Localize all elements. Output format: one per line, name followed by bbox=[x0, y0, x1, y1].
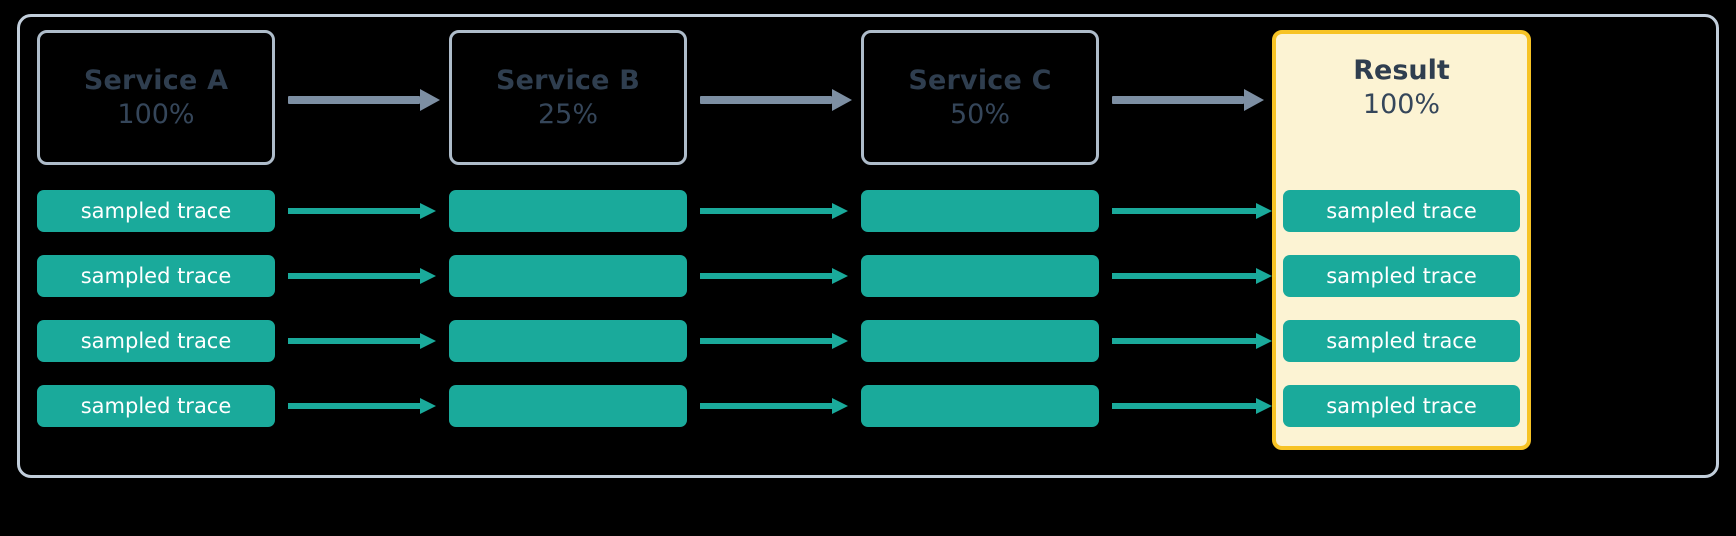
arrow-head bbox=[1256, 203, 1272, 219]
trace-arrow-icon bbox=[288, 203, 436, 219]
trace-label: sampled trace bbox=[80, 198, 232, 223]
arrow-service-a-to-service-b-icon bbox=[288, 89, 440, 111]
trace-row[interactable]: sampled trace bbox=[1283, 320, 1520, 362]
trace-row[interactable] bbox=[449, 385, 687, 427]
arrow-head bbox=[1256, 398, 1272, 414]
trace-label: sampled trace bbox=[1326, 263, 1477, 288]
trace-row[interactable] bbox=[861, 255, 1099, 297]
arrow-shaft bbox=[1112, 338, 1256, 344]
service-b-percent: 25% bbox=[537, 98, 598, 130]
trace-label: sampled trace bbox=[1326, 328, 1477, 353]
trace-row[interactable] bbox=[449, 320, 687, 362]
trace-arrow-icon bbox=[1112, 333, 1272, 349]
arrow-shaft bbox=[1112, 96, 1244, 104]
arrow-head bbox=[832, 398, 848, 414]
arrow-head bbox=[420, 333, 436, 349]
trace-row[interactable] bbox=[449, 190, 687, 232]
arrow-head bbox=[1256, 268, 1272, 284]
result-header: Result 100% bbox=[1276, 56, 1527, 119]
service-box-service-c[interactable]: Service C 50% bbox=[861, 30, 1099, 165]
trace-row[interactable] bbox=[861, 385, 1099, 427]
arrow-shaft bbox=[700, 208, 832, 214]
arrow-shaft bbox=[288, 403, 420, 409]
arrow-head bbox=[1256, 333, 1272, 349]
trace-label: sampled trace bbox=[80, 263, 232, 288]
trace-label: sampled trace bbox=[80, 328, 232, 353]
arrow-shaft bbox=[700, 273, 832, 279]
trace-arrow-icon bbox=[288, 398, 436, 414]
trace-row[interactable]: sampled trace bbox=[1283, 255, 1520, 297]
arrow-shaft bbox=[288, 208, 420, 214]
trace-row[interactable]: sampled trace bbox=[1283, 385, 1520, 427]
arrow-shaft bbox=[288, 96, 420, 104]
result-panel[interactable]: Result 100% bbox=[1272, 30, 1531, 450]
arrow-head bbox=[832, 203, 848, 219]
arrow-head bbox=[420, 89, 440, 111]
trace-row[interactable]: sampled trace bbox=[37, 255, 275, 297]
trace-row[interactable]: sampled trace bbox=[37, 385, 275, 427]
result-percent: 100% bbox=[1362, 88, 1441, 120]
trace-row[interactable]: sampled trace bbox=[37, 190, 275, 232]
arrow-head bbox=[1244, 89, 1264, 111]
arrow-shaft bbox=[1112, 403, 1256, 409]
trace-arrow-icon bbox=[288, 268, 436, 284]
arrow-service-c-to-result-icon bbox=[1112, 89, 1264, 111]
result-name: Result bbox=[1353, 55, 1450, 86]
diagram-outer-frame bbox=[17, 14, 1719, 478]
arrow-head bbox=[832, 89, 852, 111]
trace-label: sampled trace bbox=[80, 393, 232, 418]
trace-row[interactable] bbox=[861, 320, 1099, 362]
trace-row[interactable] bbox=[861, 190, 1099, 232]
trace-label: sampled trace bbox=[1326, 198, 1477, 223]
service-a-percent: 100% bbox=[117, 98, 195, 130]
arrow-head bbox=[420, 398, 436, 414]
trace-row[interactable]: sampled trace bbox=[37, 320, 275, 362]
service-box-service-b[interactable]: Service B 25% bbox=[449, 30, 687, 165]
arrow-shaft bbox=[1112, 273, 1256, 279]
service-b-name: Service B bbox=[495, 64, 641, 96]
arrow-shaft bbox=[288, 338, 420, 344]
trace-label: sampled trace bbox=[1326, 393, 1477, 418]
arrow-shaft bbox=[1112, 208, 1256, 214]
service-c-percent: 50% bbox=[949, 98, 1010, 130]
service-box-service-a[interactable]: Service A 100% bbox=[37, 30, 275, 165]
service-c-name: Service C bbox=[908, 64, 1052, 96]
trace-arrow-icon bbox=[700, 333, 848, 349]
arrow-head bbox=[420, 268, 436, 284]
arrow-service-b-to-service-c-icon bbox=[700, 89, 852, 111]
trace-arrow-icon bbox=[1112, 203, 1272, 219]
trace-arrow-icon bbox=[700, 268, 848, 284]
arrow-head bbox=[832, 333, 848, 349]
trace-arrow-icon bbox=[288, 333, 436, 349]
trace-arrow-icon bbox=[1112, 268, 1272, 284]
arrow-shaft bbox=[288, 273, 420, 279]
trace-arrow-icon bbox=[700, 203, 848, 219]
arrow-head bbox=[420, 203, 436, 219]
trace-arrow-icon bbox=[1112, 398, 1272, 414]
arrow-shaft bbox=[700, 403, 832, 409]
arrow-shaft bbox=[700, 96, 832, 104]
trace-arrow-icon bbox=[700, 398, 848, 414]
arrow-shaft bbox=[700, 338, 832, 344]
trace-row[interactable] bbox=[449, 255, 687, 297]
service-a-name: Service A bbox=[83, 64, 229, 96]
trace-row[interactable]: sampled trace bbox=[1283, 190, 1520, 232]
arrow-head bbox=[832, 268, 848, 284]
